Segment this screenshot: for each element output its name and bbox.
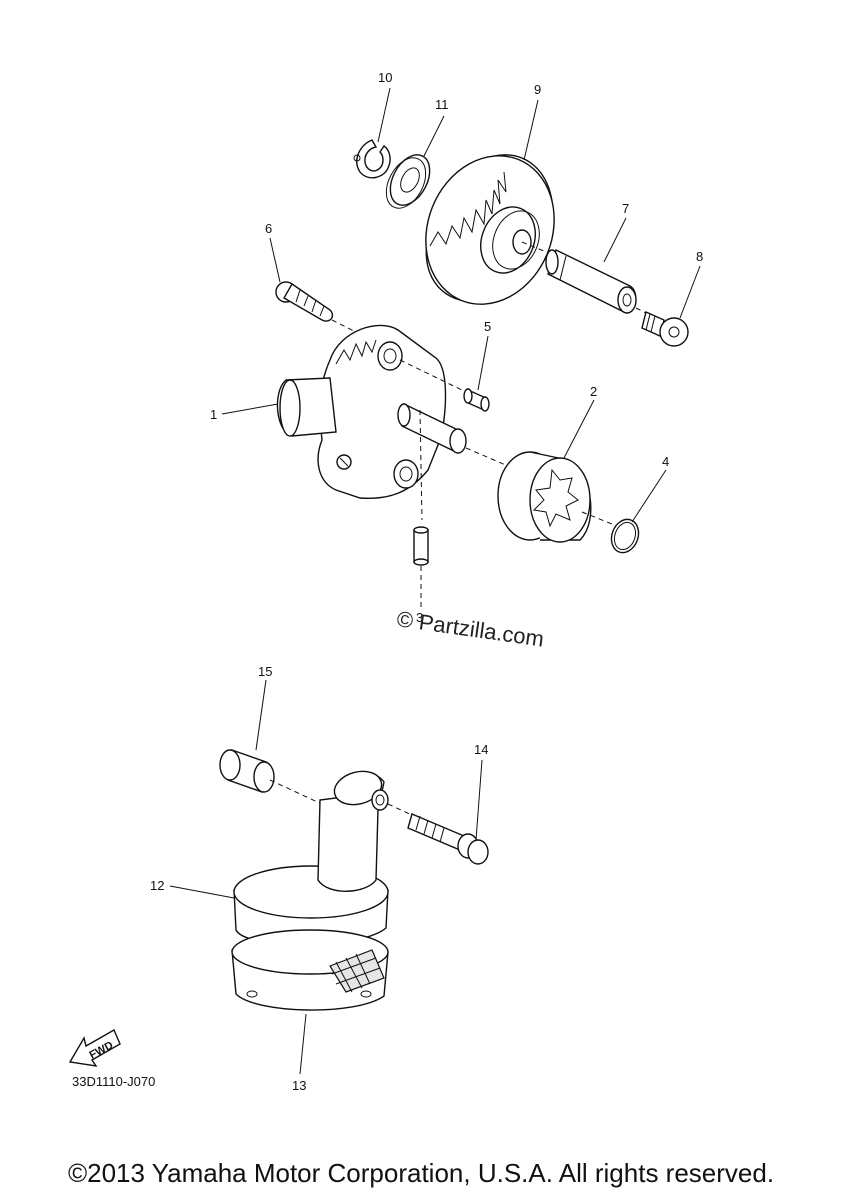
- callout-6: 6: [265, 221, 272, 236]
- fwd-arrow-icon: FWD: [68, 1029, 121, 1067]
- callout-10: 10: [378, 70, 392, 85]
- part-8-screw[interactable]: [635, 307, 689, 347]
- part-10-circlip[interactable]: [353, 139, 391, 179]
- partzilla-watermark: © Partzilla.com: [395, 606, 545, 651]
- callout-2: 2: [590, 384, 597, 399]
- callout-15: 15: [258, 664, 272, 679]
- callout-7: 7: [622, 201, 629, 216]
- part-14-bolt[interactable]: [387, 803, 489, 865]
- part-5-dowel-pin[interactable]: [399, 359, 490, 412]
- callout-13: 13: [292, 1078, 306, 1093]
- callout-1: 1: [210, 407, 217, 422]
- callout-8: 8: [696, 249, 703, 264]
- part-12-strainer-housing[interactable]: [233, 766, 389, 946]
- callout-9: 9: [534, 82, 541, 97]
- part-2-rotor-set[interactable]: [497, 451, 613, 543]
- callout-5: 5: [484, 319, 491, 334]
- part-15-collar[interactable]: [219, 749, 327, 807]
- part-11-washer[interactable]: [378, 148, 437, 215]
- callout-12: 12: [150, 878, 164, 893]
- part-6-bolt[interactable]: [275, 281, 377, 343]
- callout-11: 11: [435, 97, 449, 112]
- copyright-notice: ©2013 Yamaha Motor Corporation, U.S.A. A…: [67, 1158, 775, 1188]
- leader-lines: [169, 87, 701, 1075]
- part-7-shaft[interactable]: [521, 241, 637, 314]
- callout-3: 3: [416, 610, 423, 625]
- part-13-strainer-screen[interactable]: [231, 929, 389, 1011]
- callout-4: 4: [662, 454, 669, 469]
- part-9-driven-gear[interactable]: [404, 136, 576, 323]
- diagram-code: 33D1110-J070: [72, 1074, 155, 1089]
- callout-14: 14: [474, 742, 488, 757]
- part-1-pump-body[interactable]: [276, 324, 509, 521]
- part-3-pin[interactable]: [413, 526, 429, 610]
- part-4-circlip[interactable]: [607, 516, 643, 557]
